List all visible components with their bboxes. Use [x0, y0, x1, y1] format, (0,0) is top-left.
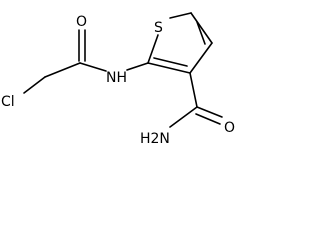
bond-c2-sulfur: [147, 34, 159, 64]
bond-amide-carbon-oxygen-a: [196, 106, 223, 118]
bond-carbonyl-nh: [79, 62, 107, 72]
bond-c3-c2-a: [147, 62, 191, 74]
bond-ring-amide-carbon: [189, 72, 198, 108]
atom-carboxamide-oxygen: O: [224, 120, 235, 136]
bond-c3-c2-b: [153, 57, 188, 67]
bond-ch2-carbonyl: [44, 62, 81, 78]
chemical-structure: Cl O NH S O H2N: [1, 12, 235, 146]
bond-amide-carbon-oxygen-b: [195, 113, 221, 125]
bond-nh-ring: [126, 62, 149, 71]
atom-amide-oxygen: O: [76, 14, 87, 30]
atom-carboxamide-nitrogen: H2N: [140, 131, 170, 146]
bond-amide-carbon-nitrogen: [169, 106, 198, 128]
bond-sulfur-c5: [169, 12, 192, 19]
atom-amide-nitrogen: NH: [106, 70, 127, 86]
atom-sulfur: S: [154, 20, 163, 36]
bond-c5-c4-b: [196, 21, 206, 45]
bond-c4-c3: [189, 42, 213, 74]
bond-cl-ch2: [23, 76, 46, 94]
atom-chlorine: Cl: [1, 94, 15, 110]
bond-c5-c4-a: [190, 12, 213, 44]
